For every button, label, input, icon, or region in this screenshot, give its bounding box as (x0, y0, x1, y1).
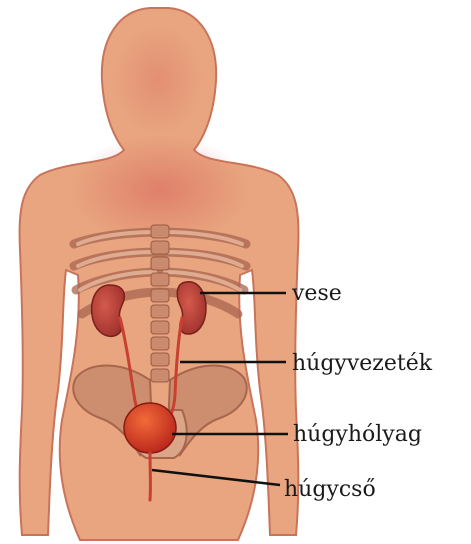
label-kidney: vese (291, 281, 342, 306)
left-kidney (92, 285, 125, 336)
head-blush (113, 25, 203, 135)
bladder (124, 403, 176, 453)
label-ureter: húgyvezeték (292, 351, 433, 376)
label-urethra: húgycső (284, 477, 376, 502)
label-bladder: húgyhólyag (293, 422, 422, 447)
